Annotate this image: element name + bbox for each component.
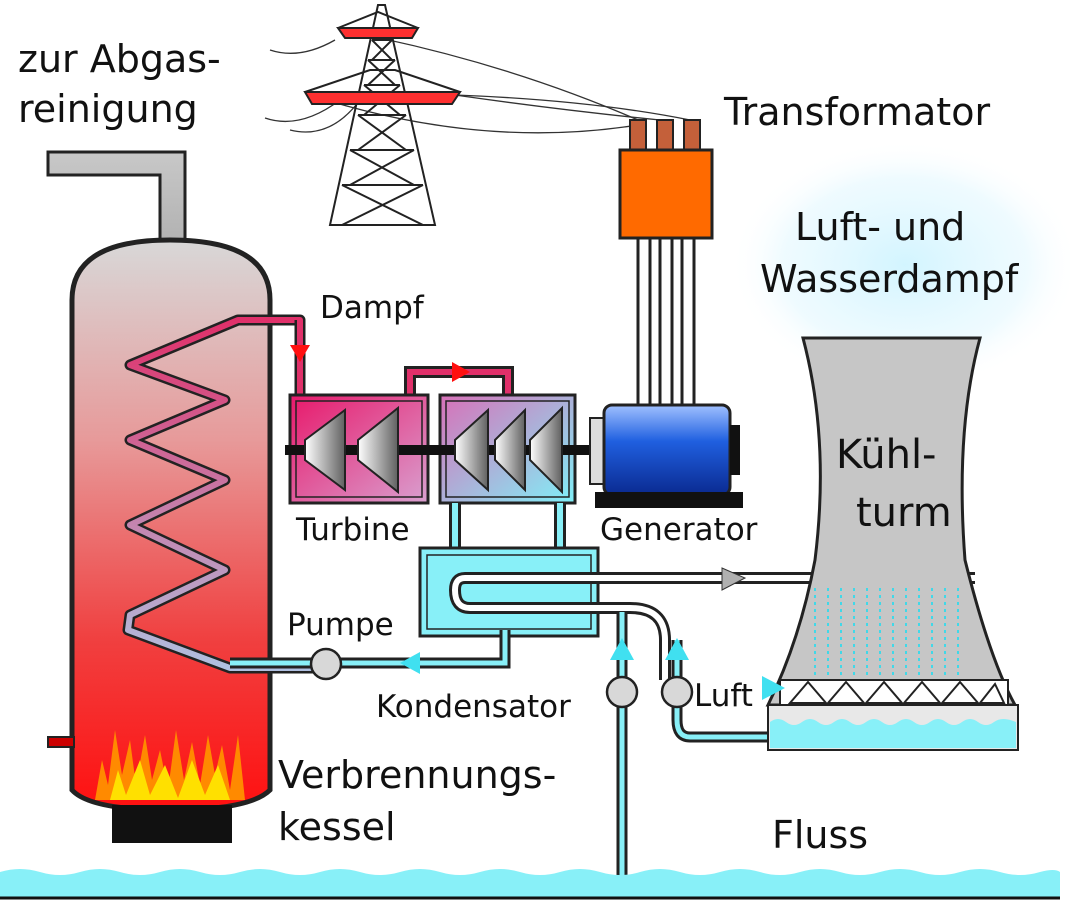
boiler-label-line1: Verbrennungs- xyxy=(278,753,556,797)
air-inlet-arrow xyxy=(762,676,785,700)
exhaust-label-line1: zur Abgas- xyxy=(18,37,221,81)
crossover-arrow xyxy=(452,362,470,382)
river-label: Fluss xyxy=(772,813,868,857)
vapor-label-line1: Luft- und xyxy=(795,205,965,249)
turbine-label: Turbine xyxy=(295,512,410,548)
vapor-cloud xyxy=(730,140,1070,390)
generator xyxy=(589,403,743,508)
power-lines xyxy=(264,29,691,134)
return-pump-icon xyxy=(660,675,694,709)
turbine xyxy=(285,393,605,505)
tower-return-line xyxy=(660,638,770,743)
transformer xyxy=(618,119,714,410)
cooling-tower-label-line2: turm xyxy=(856,490,952,536)
intake-pump-icon xyxy=(605,675,639,709)
chimney xyxy=(46,150,187,252)
steam-label: Dampf xyxy=(320,290,425,326)
boiler-coil xyxy=(122,314,320,674)
generator-label: Generator xyxy=(600,512,758,548)
exhaust-label-line2: reinigung xyxy=(18,87,198,131)
steam-flow-arrow xyxy=(290,345,310,362)
river xyxy=(0,869,1060,900)
pump-icon xyxy=(309,647,343,681)
condenser-label: Kondensator xyxy=(376,689,571,725)
condenser xyxy=(418,503,975,680)
air-label: Luft xyxy=(694,678,753,714)
flames xyxy=(95,730,245,800)
cooling-water-intake xyxy=(605,612,639,875)
boiler-label-line2: kessel xyxy=(278,805,396,849)
cooling-tower xyxy=(762,336,1019,751)
vapor-label-line2: Wasserdampf xyxy=(760,257,1020,301)
cooling-tower-label-line1: Kühl- xyxy=(836,432,937,478)
transmission-tower xyxy=(303,4,462,226)
transformer-label: Transformator xyxy=(723,90,990,134)
pump-label: Pumpe xyxy=(287,607,394,643)
